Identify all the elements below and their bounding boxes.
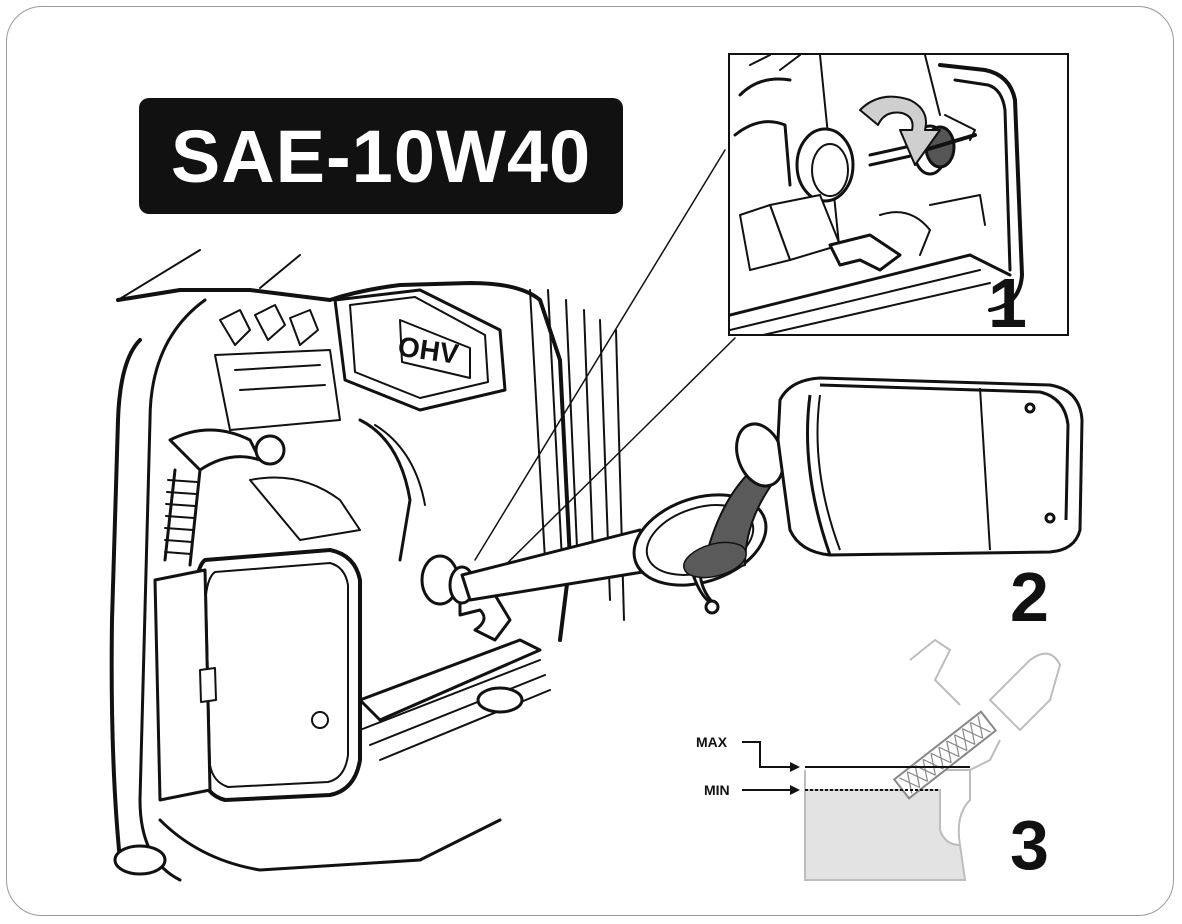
dipstick-icon [742,638,1062,881]
oil-grade-badge: SAE-10W40 [139,98,623,214]
max-arrow [742,741,790,768]
min-level-label: MIN [704,782,730,798]
oil-cap-unscrew-icon [859,95,941,166]
gauge-oil-fill [804,789,967,881]
air-hose [168,428,262,472]
generator-shell-left [109,338,142,862]
generator-shell [116,281,572,642]
inset-illustration [730,55,1024,334]
oil-drain-hook [458,593,512,642]
step-2-number: 2 [1010,558,1049,636]
step-1-number: 1 [988,264,1027,342]
step-3-number: 3 [1010,806,1049,884]
oil-bottle-icon [735,376,1084,557]
air-filter-box [193,548,362,802]
detail-inset [728,53,1069,336]
max-level-label: MAX [696,734,728,750]
